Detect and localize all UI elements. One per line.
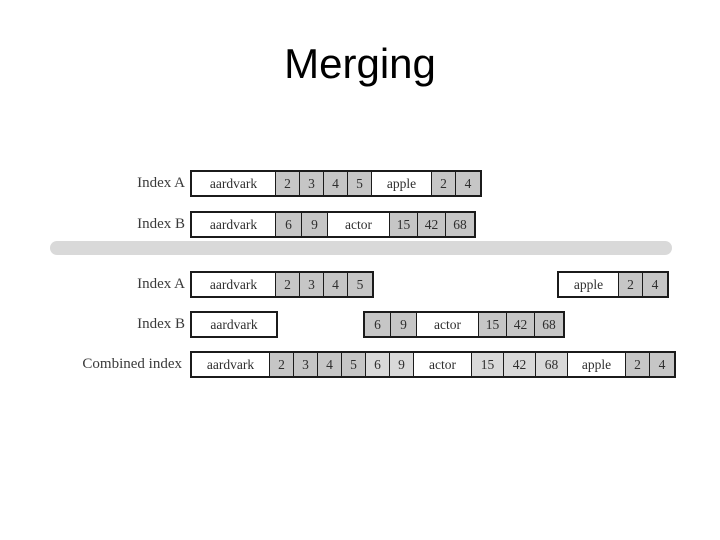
- page-title: Merging: [284, 40, 436, 87]
- docid-cell: 4: [456, 172, 480, 195]
- docid-cell: 3: [300, 273, 324, 296]
- docid-cell: 68: [535, 313, 563, 336]
- row-label: Index B: [137, 216, 185, 232]
- docid-cell: 68: [536, 353, 568, 376]
- docid-cell: 3: [294, 353, 318, 376]
- docid-cell: 15: [479, 313, 507, 336]
- docid-cell: 68: [446, 213, 474, 236]
- term-cell: aardvark: [192, 313, 276, 336]
- docid-cell: 2: [276, 273, 300, 296]
- term-cell: apple: [559, 273, 619, 296]
- merge-divider-bar: [50, 241, 672, 255]
- docid-cell: 4: [324, 172, 348, 195]
- docid-cell: 2: [276, 172, 300, 195]
- docid-cell: 15: [390, 213, 418, 236]
- row-label: Index A: [137, 175, 185, 191]
- docid-cell: 4: [318, 353, 342, 376]
- docid-cell: 9: [390, 353, 414, 376]
- docid-cell: 42: [504, 353, 536, 376]
- row-label: Index B: [137, 316, 185, 332]
- row-label: Combined index: [82, 356, 182, 372]
- docid-cell: 5: [348, 273, 372, 296]
- term-cell: actor: [414, 353, 472, 376]
- docid-cell: 4: [650, 353, 674, 376]
- docid-cell: 2: [619, 273, 643, 296]
- term-cell: aardvark: [192, 353, 270, 376]
- term-cell: apple: [568, 353, 626, 376]
- docid-cell: 6: [366, 353, 390, 376]
- docid-cell: 42: [418, 213, 446, 236]
- docid-cell: 2: [626, 353, 650, 376]
- term-cell: apple: [372, 172, 432, 195]
- docid-cell: 2: [270, 353, 294, 376]
- term-cell: aardvark: [192, 273, 276, 296]
- docid-cell: 6: [276, 213, 302, 236]
- docid-cell: 5: [342, 353, 366, 376]
- term-cell: actor: [328, 213, 390, 236]
- docid-cell: 4: [643, 273, 667, 296]
- docid-cell: 9: [391, 313, 417, 336]
- term-cell: aardvark: [192, 213, 276, 236]
- term-cell: aardvark: [192, 172, 276, 195]
- docid-cell: 15: [472, 353, 504, 376]
- docid-cell: 42: [507, 313, 535, 336]
- docid-cell: 6: [365, 313, 391, 336]
- posting-list-group: aardvark: [190, 311, 278, 338]
- docid-cell: 4: [324, 273, 348, 296]
- docid-cell: 2: [432, 172, 456, 195]
- docid-cell: 5: [348, 172, 372, 195]
- docid-cell: 9: [302, 213, 328, 236]
- docid-cell: 3: [300, 172, 324, 195]
- term-cell: actor: [417, 313, 479, 336]
- row-label: Index A: [137, 276, 185, 292]
